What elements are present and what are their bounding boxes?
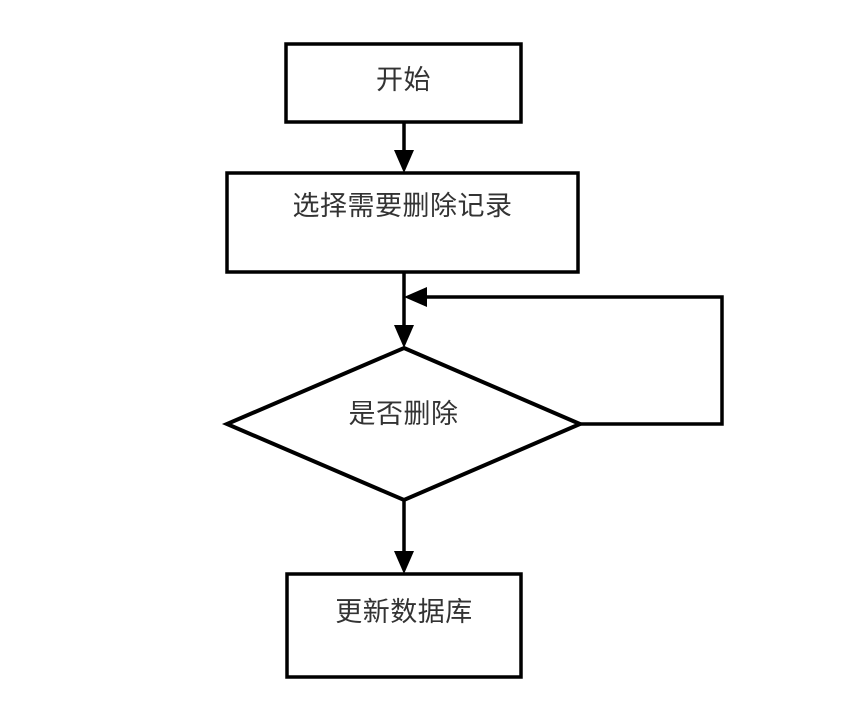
node-start-shape bbox=[284, 42, 523, 124]
edge-start-to-select bbox=[394, 122, 414, 173]
node-select-record-shape bbox=[225, 171, 580, 274]
node-update-database-label: 更新数据库 bbox=[335, 597, 473, 627]
node-start-label: 开始 bbox=[376, 65, 431, 95]
edge-decision-loop-back bbox=[404, 287, 724, 426]
edge-select-to-decision bbox=[394, 272, 414, 348]
node-update-database-shape bbox=[285, 572, 523, 679]
node-confirm-delete-label: 是否删除 bbox=[348, 399, 459, 429]
edge-decision-to-update bbox=[394, 500, 414, 574]
node-select-record-label: 选择需要删除记录 bbox=[292, 191, 513, 221]
